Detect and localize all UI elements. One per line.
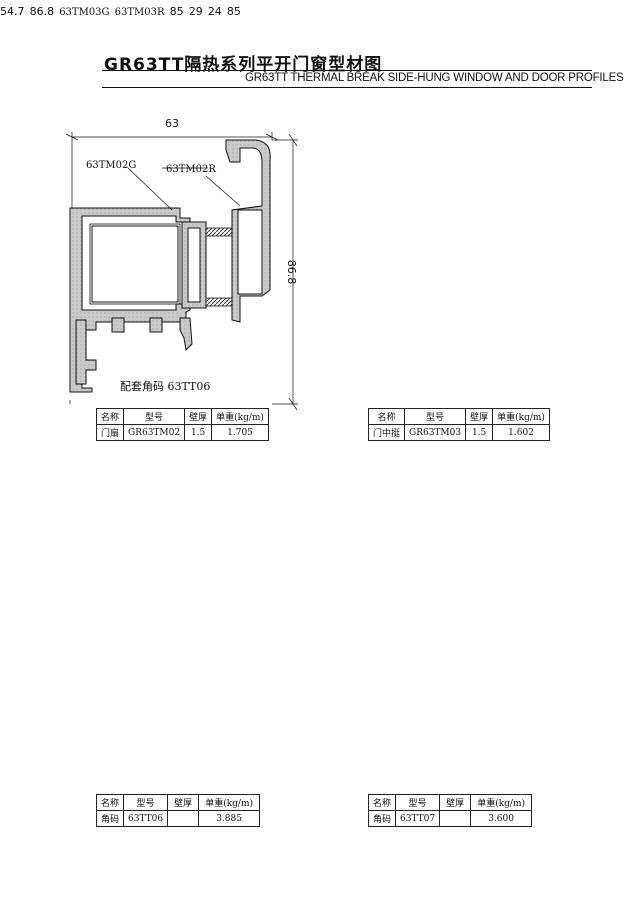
spec-table-4: 名称 型号 壁厚 单重(kg/m) 角码 63TT07 3.600: [367, 794, 533, 827]
t4-model: 63TT07: [395, 810, 441, 827]
d1-caption: 配套角码 63TT06: [120, 380, 211, 393]
d1-label-63tm02g: 63TM02G: [86, 160, 136, 171]
d3-height-dim: 85: [169, 5, 184, 18]
th-weight: 单重(kg/m): [198, 794, 261, 811]
th-model: 型号: [395, 794, 441, 811]
drawing-2-mullion: 54.7 86.8 63TM03G 63TM03R: [0, 0, 170, 19]
th-name: 名称: [367, 408, 406, 425]
th-model: 型号: [123, 408, 186, 425]
d4-height-dim-24: 24: [207, 5, 222, 18]
spec-table-1: 名称 型号 壁厚 单重(kg/m) 门扇 GR63TM02 1.5 1.705: [95, 408, 269, 441]
spec-table-3: 名称 型号 壁厚 单重(kg/m) 角码 63TT06 3.885: [95, 794, 261, 827]
t1-weight: 1.705: [211, 424, 269, 441]
title-rule-bottom: [102, 87, 592, 88]
d1-label-63tm02r: 63TM02R: [166, 164, 216, 175]
th-thickness: 壁厚: [167, 794, 200, 811]
d3-width-dim: 29: [188, 5, 203, 18]
th-thickness: 壁厚: [439, 794, 472, 811]
d1-width-dim: 63: [165, 117, 179, 130]
th-model: 型号: [404, 408, 467, 425]
th-name: 名称: [367, 794, 397, 811]
d4-height-dim-85: 85: [226, 5, 241, 18]
drawing-1-door-sash: 63 86.8 63TM02G 63TM02R: [65, 117, 298, 411]
page-title-en: GR63TT THERMAL BREAK SIDE-HUNG WINDOW AN…: [245, 72, 624, 84]
t4-thickness: [439, 810, 472, 827]
t3-name: 角码: [95, 810, 125, 827]
th-model: 型号: [123, 794, 169, 811]
t4-weight: 3.600: [470, 810, 533, 827]
t4-name: 角码: [367, 810, 397, 827]
d2-height-dim: 54.7: [0, 5, 25, 18]
t2-weight: 1.602: [492, 424, 550, 441]
th-weight: 单重(kg/m): [492, 408, 550, 425]
t3-weight: 3.885: [198, 810, 261, 827]
t2-name: 门中挺: [367, 424, 406, 441]
th-thickness: 壁厚: [465, 408, 494, 425]
t2-thickness: 1.5: [465, 424, 494, 441]
t3-thickness: [167, 810, 200, 827]
d1-height-dim: 86.8: [285, 260, 298, 285]
th-weight: 单重(kg/m): [211, 408, 269, 425]
t3-model: 63TT06: [123, 810, 169, 827]
t1-thickness: 1.5: [184, 424, 213, 441]
th-thickness: 壁厚: [184, 408, 213, 425]
t1-name: 门扇: [95, 424, 125, 441]
drawing-4-corner-key-63tt07: 24 85: [208, 0, 241, 19]
d2-width-dim: 86.8: [29, 5, 55, 18]
drawing-3-corner-key-63tt06: 85 29: [170, 0, 208, 19]
spec-table-2: 名称 型号 壁厚 单重(kg/m) 门中挺 GR63TM03 1.5 1.602: [367, 408, 550, 441]
th-name: 名称: [95, 794, 125, 811]
t1-model: GR63TM02: [123, 424, 186, 441]
title-rule-top: [102, 70, 592, 71]
t2-model: GR63TM03: [404, 424, 467, 441]
d2-label-63tm03r: 63TM03R: [114, 7, 165, 18]
th-name: 名称: [95, 408, 125, 425]
th-weight: 单重(kg/m): [470, 794, 533, 811]
d2-label-63tm03g: 63TM03G: [59, 7, 110, 18]
